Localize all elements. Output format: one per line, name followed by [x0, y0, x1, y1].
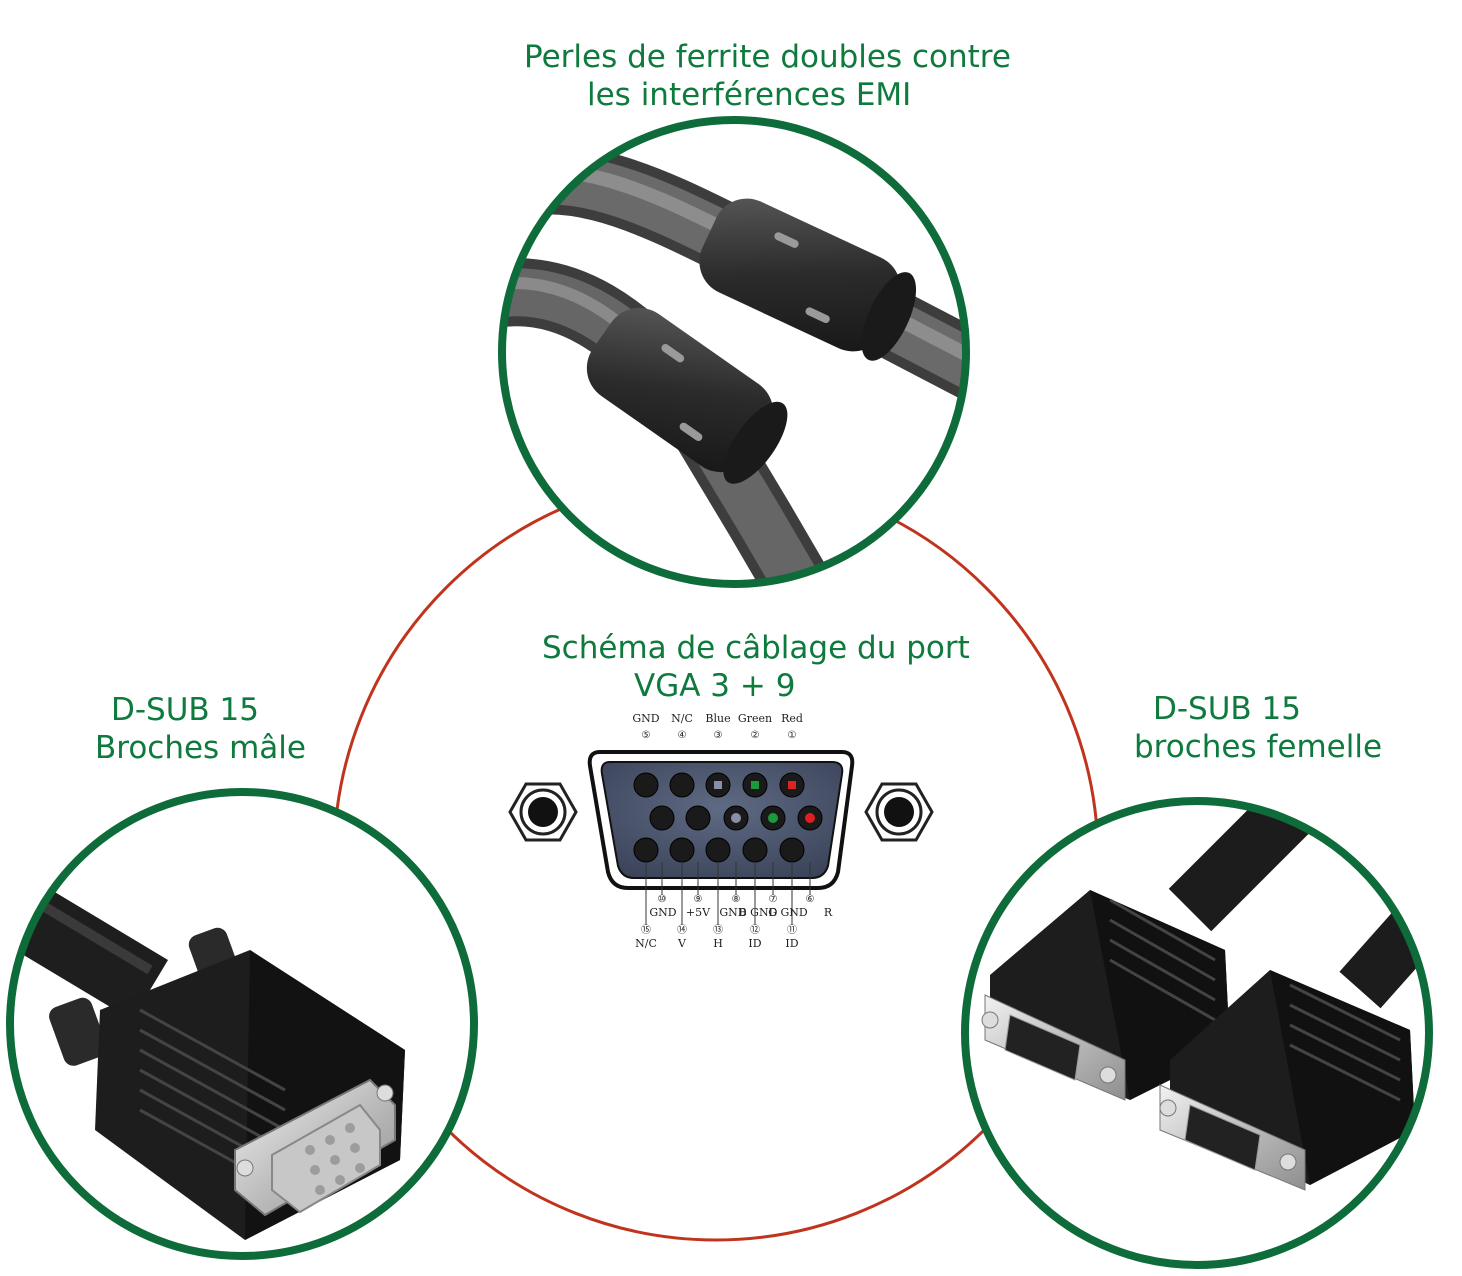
vga-pin — [633, 837, 659, 863]
pin-label: GND — [649, 906, 676, 919]
pin-label: ④ — [678, 730, 687, 741]
vga-pin — [669, 837, 695, 863]
pin-label: ⑪ — [787, 924, 797, 936]
pin-label: ⑩ — [658, 894, 667, 905]
caption-wiring: Schéma de câblage du port VGA 3 + 9 — [542, 629, 970, 705]
caption-ferrite-line2: les interférences EMI — [587, 77, 912, 113]
vga-pin — [723, 805, 749, 831]
pin-label: N/C — [635, 937, 657, 950]
pin-label: R — [824, 906, 833, 919]
pin-label: H — [713, 937, 723, 950]
vga-pin — [633, 772, 659, 798]
pin-label: ⑥ — [806, 894, 815, 905]
vga-pin — [779, 837, 805, 863]
pin-label: ② — [751, 730, 760, 741]
pin-label: Blue — [705, 712, 730, 725]
caption-ferrite-line1: Perles de ferrite doubles contre — [524, 39, 1011, 75]
pin-label: V — [677, 937, 687, 950]
vga-pin — [742, 837, 768, 863]
male-connector-photo — [6, 788, 478, 1260]
pin-label: N/C — [671, 712, 693, 725]
vga-pins — [633, 772, 823, 863]
vga-pin — [705, 772, 731, 798]
caption-male-line1: D-SUB 15 — [111, 692, 259, 728]
female-connector-photo — [961, 797, 1433, 1269]
pin-label: ⑮ — [641, 924, 651, 936]
vga-pin — [760, 805, 786, 831]
pin-label: ID — [748, 937, 761, 950]
vga-pin — [742, 772, 768, 798]
pin-label: ⑬ — [713, 924, 723, 936]
caption-female: D-SUB 15 broches femelle — [1134, 690, 1382, 766]
left-hex-nut — [508, 782, 578, 842]
pin-label: GND — [719, 906, 746, 919]
ferrite-bead-photo — [498, 116, 970, 588]
right-hex-nut — [864, 782, 934, 842]
pin-label: ③ — [714, 730, 723, 741]
pin-label: Green — [738, 712, 772, 725]
vga-pin — [685, 805, 711, 831]
vga-pin — [649, 805, 675, 831]
vga-pin — [779, 772, 805, 798]
pin-label: B GND — [739, 906, 778, 919]
caption-female-line2: broches femelle — [1134, 729, 1383, 765]
vga-pin — [797, 805, 823, 831]
caption-male-line2: Broches mâle — [95, 730, 306, 766]
pin-label: ⑤ — [642, 730, 651, 741]
caption-ferrite: Perles de ferrite doubles contre les int… — [524, 38, 1011, 114]
caption-male: D-SUB 15 Broches mâle — [95, 691, 306, 767]
pin-label: ⑧ — [732, 894, 741, 905]
pin-label: GND — [632, 712, 659, 725]
pin-label: G GND — [768, 906, 808, 919]
pin-label: Red — [781, 712, 803, 725]
caption-wiring-line1: Schéma de câblage du port — [542, 630, 970, 666]
pin-label: ⑨ — [694, 894, 703, 905]
pin-label: ⑦ — [769, 894, 778, 905]
vga-pin — [669, 772, 695, 798]
pin-label: +5V — [686, 906, 711, 919]
caption-wiring-line2: VGA 3 + 9 — [634, 668, 796, 704]
caption-female-line1: D-SUB 15 — [1153, 691, 1301, 727]
pin-label: ⑫ — [750, 924, 760, 936]
pin-label: ⑭ — [677, 924, 687, 936]
pin-label: ① — [788, 730, 797, 741]
pin-label: ID — [785, 937, 798, 950]
vga-pin — [705, 837, 731, 863]
